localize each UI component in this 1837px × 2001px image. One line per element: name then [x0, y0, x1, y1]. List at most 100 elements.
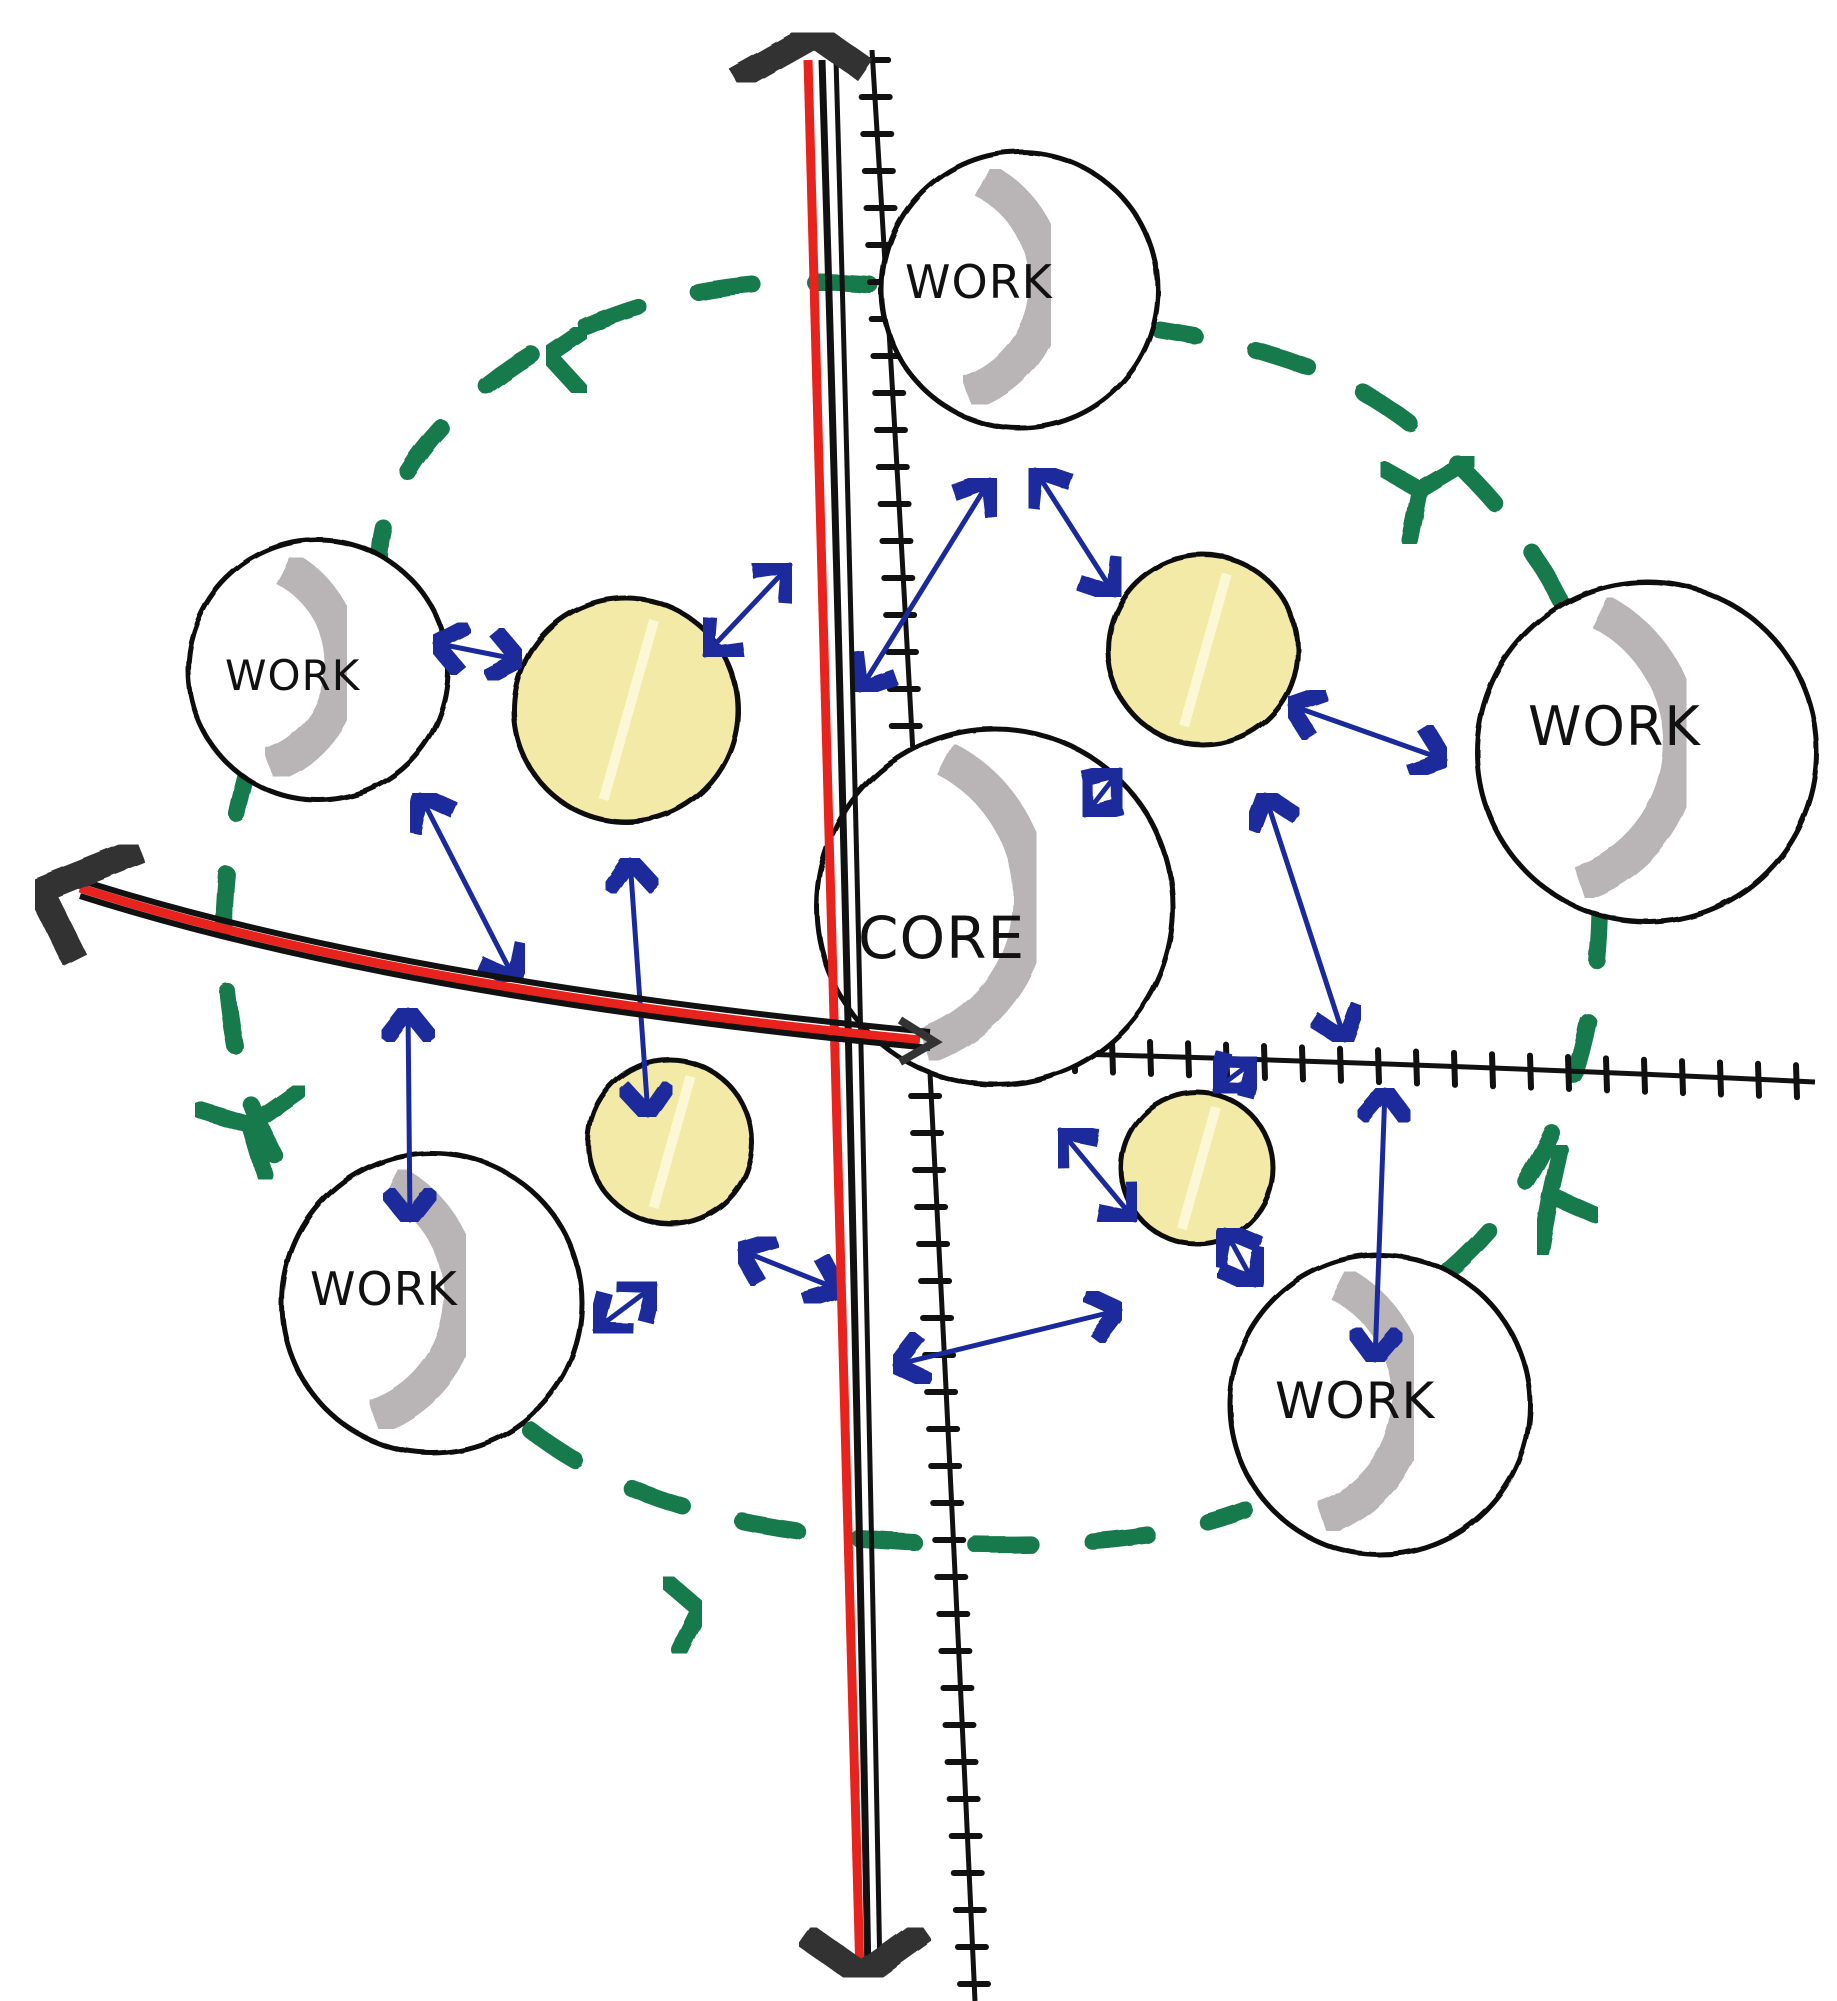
hub-bottom-left-outline: [585, 1057, 755, 1227]
connector-line: [1057, 1127, 1138, 1223]
arrowhead-icon: [481, 625, 534, 686]
work-top-outline: [879, 149, 1161, 431]
connector-12: [881, 1286, 1134, 1389]
connector-3: [404, 782, 531, 993]
connector-13: [1204, 1050, 1266, 1100]
ruler-tick: [1261, 1043, 1268, 1082]
work-top-label: WORK: [905, 255, 1054, 309]
hub-top-right-node: [1105, 552, 1301, 748]
arrowhead-icon: [1308, 1001, 1367, 1053]
cycle-chevron-bottom-right: [1531, 1141, 1604, 1259]
hub-top-left-outline: [511, 595, 741, 825]
hub-bottom-left-highlight: [648, 1075, 696, 1209]
ruler-tick: [1755, 1060, 1762, 1099]
arrowhead-icon: [881, 1329, 934, 1389]
ruler-tick: [1641, 1056, 1648, 1095]
arrowhead-icon: [750, 555, 800, 604]
ruler-tick: [1679, 1058, 1686, 1097]
cycle-chevron-top-left: [539, 321, 594, 399]
arrowhead-icon: [616, 1275, 666, 1325]
core-shadow: [918, 742, 1050, 1064]
arrowhead-icon: [1216, 1245, 1271, 1297]
horizontal-axis: [22, 837, 943, 1066]
work-left-label: WORK: [225, 651, 361, 700]
ruler-tick: [1527, 1052, 1534, 1091]
horizontal-axis-red-stroke: [78, 883, 921, 1045]
ruler-tick: [1451, 1049, 1458, 1088]
connector-14: [1051, 1119, 1144, 1231]
connector-6: [1022, 458, 1128, 607]
work-bottom-right-fill: [1230, 1255, 1530, 1555]
ruler-tick: [1185, 1040, 1192, 1079]
arrowhead-icon: [601, 846, 663, 897]
connector-line: [702, 562, 793, 658]
arrowhead-icon: [615, 1078, 677, 1129]
arrowhead-icon: [421, 617, 474, 678]
core-outline: [814, 726, 1176, 1088]
connector-10: [584, 1275, 666, 1340]
work-left-node: [185, 537, 451, 803]
cycle-chevron-top-right: [1376, 451, 1479, 549]
horizontal-axis-dark-stroke: [79, 893, 931, 1051]
ruler-tick: [1299, 1044, 1306, 1083]
arrowhead-icon: [1081, 1286, 1134, 1346]
arrowhead-icon: [1075, 776, 1125, 826]
ruler-tick: [1375, 1047, 1382, 1086]
connector-9: [1243, 782, 1367, 1053]
arrowhead-icon: [1405, 722, 1458, 781]
arrowhead-icon: [1209, 1218, 1264, 1270]
work-left-shadow: [262, 551, 361, 784]
horizontal-axis-dark-stroke: [79, 877, 931, 1035]
connector-16: [1345, 1076, 1415, 1374]
connector-line: [1372, 1087, 1388, 1363]
connector-line: [857, 477, 993, 693]
connector-line: [892, 1307, 1123, 1368]
vertical-axis-red-stroke: [803, 59, 865, 1976]
arrowhead-icon: [1353, 1076, 1415, 1126]
work-right-label: WORK: [1528, 695, 1701, 758]
ruler-tick: [1489, 1051, 1496, 1090]
ruler-tick: [1109, 1037, 1116, 1076]
arrowhead-icon: [727, 1230, 780, 1288]
arrowhead-icon: [695, 616, 745, 665]
arrow-up-icon: [728, 19, 873, 92]
connector-5: [846, 468, 1004, 702]
work-right-outline: [1474, 579, 1820, 925]
arrowhead-icon: [1080, 759, 1130, 809]
arrowhead-icon: [1243, 782, 1302, 834]
arrow-left-icon: [22, 837, 145, 966]
connector-2: [601, 846, 677, 1129]
work-bottom-left-fill: [282, 1153, 582, 1453]
arrowhead-icon: [1022, 458, 1075, 510]
cycle-chevron-left: [191, 1081, 309, 1184]
hub-bottom-right-node: [1118, 1089, 1276, 1247]
connector-0: [421, 617, 534, 686]
arrowhead-icon: [950, 468, 1004, 520]
connector-1: [695, 555, 800, 665]
work-cycle-loop: [191, 273, 1609, 1659]
ruler-tick: [1565, 1053, 1572, 1092]
connector-line: [1032, 467, 1118, 598]
work-left-fill: [188, 540, 448, 800]
connector-line: [417, 792, 518, 983]
arrowhead-icon: [584, 1290, 634, 1340]
ruler-tick: [1337, 1045, 1344, 1084]
work-right-fill: [1477, 582, 1817, 922]
arrowhead-icon: [846, 650, 900, 702]
work-top-node: [879, 149, 1161, 431]
work-right-shadow: [1573, 595, 1700, 901]
hub-top-right-highlight: [1179, 572, 1232, 728]
connector-8: [1277, 684, 1458, 781]
connector-line: [405, 1007, 413, 1223]
connector-line: [432, 640, 523, 663]
connector-7: [1075, 759, 1130, 826]
hub-bottom-right-highlight: [1176, 1105, 1221, 1231]
ruler-tick: [1413, 1048, 1420, 1087]
arrow-down-icon: [797, 1919, 933, 1991]
arrowhead-icon: [1345, 1324, 1407, 1374]
work-bottom-right-label: WORK: [1275, 1372, 1436, 1430]
bold-axes: [22, 19, 943, 1991]
work-top-shadow: [961, 163, 1065, 411]
labels: CORE WORK WORK WORK WORK WORK: [225, 255, 1701, 1430]
